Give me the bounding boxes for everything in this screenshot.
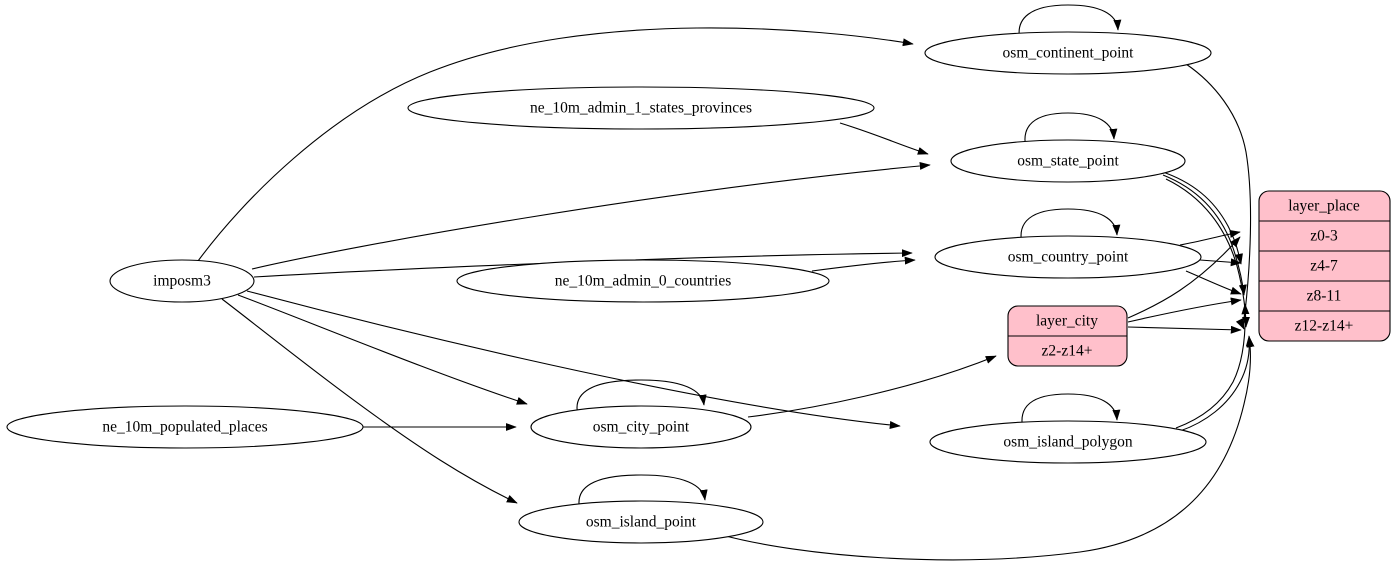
node-ne_10m_admin_0_countries[interactable]: ne_10m_admin_0_countries [456,259,830,303]
record-row-layer_place-title: layer_place [1288,198,1360,215]
node-osm_state_point[interactable]: osm_state_point [950,139,1186,183]
edge-self-osm_continent_point [1018,4,1122,41]
edge-self-osm_state_point [1024,112,1118,149]
edge-imposm3-osm_island_point [221,298,518,504]
edge-imposm3-osm_island_polygon [246,290,901,429]
node-label-osm-island-point: osm_island_point [586,514,697,531]
node-osm_island_polygon[interactable]: osm_island_polygon [929,420,1207,464]
edge-osm_city_point-layer_city-z2-z14 [747,355,997,418]
edge-ne_states-osm_state_point [839,122,929,155]
edge-self-osm_city_point [576,379,707,416]
record-row-layer_place-z4-7[interactable]: z4-7 [1310,258,1338,275]
edge-ne_countries-osm_country_point [811,256,916,272]
edge-osm_state_point-layer_place-z4-7 [1159,170,1243,265]
edge-layer_city-layer_place-z12-z14 [1127,325,1242,334]
edge-self-osm_country_point [1020,208,1121,245]
node-label-osm-country-point: osm_country_point [1008,249,1129,266]
node-label-ne-states: ne_10m_admin_1_states_provinces [530,100,752,117]
edge-osm_continent_point-layer_place-z12-z14 [1185,63,1252,330]
node-osm_country_point[interactable]: osm_country_point [934,235,1202,279]
node-label-osm-island-polygon: osm_island_polygon [1003,434,1132,451]
node-imposm3[interactable]: imposm3 [109,259,255,303]
edge-self-osm_island_point [578,474,708,511]
record-node-layer_place[interactable]: layer_place z0-3 z4-7 z8-11 z12-z14+ [1258,190,1391,342]
edge-osm_country_point-layer_place-z8-11 [1185,270,1242,295]
edge-osm_island_polygon-layer_place-z8-11 [1175,303,1250,429]
edge-self-osm_island_polygon [1021,393,1121,430]
edge-layer_city-layer_place-z8-11 [1127,297,1242,323]
record-row-layer_place-z12-z14[interactable]: z12-z14+ [1295,318,1354,335]
node-osm_island_point[interactable]: osm_island_point [518,500,764,544]
edge-layer [197,4,1255,561]
record-node-layer_city[interactable]: layer_city z2-z14+ [1007,305,1128,367]
edge-osm_country_point-layer_place-z4-7 [1199,258,1242,267]
node-label-imposm3: imposm3 [153,273,211,290]
node-osm_continent_point[interactable]: osm_continent_point [924,31,1212,75]
edge-imposm3-osm_city_point [237,294,528,405]
record-row-layer_place-z0-3[interactable]: z0-3 [1310,228,1338,245]
edge-layer_city-layer_place-z0-3 [1127,236,1241,319]
record-row-layer_city-z2-z14[interactable]: z2-z14+ [1042,343,1093,360]
edge-imposm3-osm_country_point [253,249,913,278]
node-ne_10m_admin_1_states_provinces[interactable]: ne_10m_admin_1_states_provinces [407,86,875,130]
edge-imposm3-osm_state_point [251,161,931,270]
edge-osm_island_polygon-layer_place-z12-z14 [1179,335,1254,432]
record-row-layer_place-z8-11[interactable]: z8-11 [1307,288,1342,305]
node-label-ne-countries: ne_10m_admin_0_countries [555,273,732,290]
node-osm_city_point[interactable]: osm_city_point [530,405,752,449]
node-label-osm-city-point: osm_city_point [593,419,690,436]
node-label-osm-state-point: osm_state_point [1017,153,1119,170]
node-label-osm-continent-point: osm_continent_point [1003,45,1135,62]
record-row-layer_city-title: layer_city [1036,313,1098,330]
edge-osm_island_point-layer_place-z12-z14 [721,336,1255,561]
edge-osm_country_point-layer_place-z0-3 [1179,229,1241,246]
edge-imposm3-osm_continent_point [197,27,914,262]
node-layer: imposm3 ne_10m_admin_1_states_provinces … [6,31,1391,544]
node-label-ne-places: ne_10m_populated_places [102,419,267,436]
node-ne_10m_populated_places[interactable]: ne_10m_populated_places [6,405,364,449]
